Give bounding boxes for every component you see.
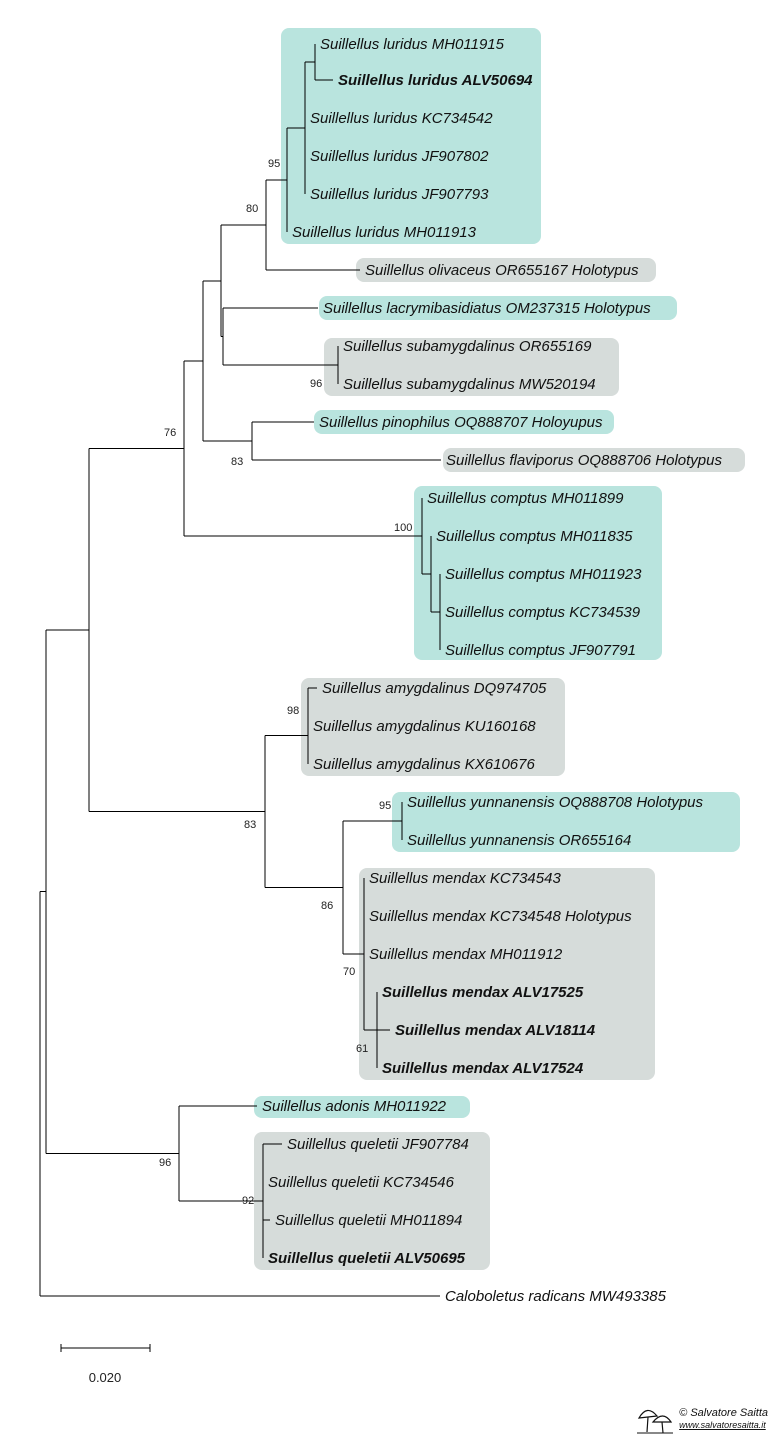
leaf-label-l1: Suillellus luridus MH011915 [320,36,505,53]
support-value-queletii: 92 [242,1195,254,1207]
clade-box-comptus [414,486,662,660]
support-value-amygdalinus: 98 [287,705,299,717]
scale-bar-label: 0.020 [89,1370,122,1385]
clade-box-queletii [254,1132,490,1270]
leaf-label-l5: Suillellus luridus JF907793 [310,186,489,203]
leaf-label-l11: Suillellus pinophilus OQ888707 Holoyupus [319,414,603,431]
leaf-label-l29: Suillellus adonis MH011922 [262,1098,447,1115]
leaf-label-l26: Suillellus mendax ALV17525 [382,984,584,1001]
leaf-label-l28: Suillellus mendax ALV17524 [382,1060,584,1077]
leaf-label-l7: Suillellus olivaceus OR655167 Holotypus [365,262,639,279]
clade-box-flaviporus [443,448,745,472]
leaf-label-l31: Suillellus queletii KC734546 [268,1174,455,1191]
clade-box-subamygdalinus [324,338,619,396]
clade-box-mendax [359,868,655,1080]
clade-box-amygdalinus [301,678,565,776]
leaf-label-l30: Suillellus queletii JF907784 [287,1136,469,1153]
leaf-label-l33: Suillellus queletii ALV50695 [268,1250,466,1267]
clade-box-luridus [281,28,541,244]
leaf-label-l21: Suillellus yunnanensis OQ888708 Holotypu… [407,794,704,811]
scale-bar: 0.020 [60,1344,151,1385]
support-value-luridus_olivaceus: 80 [246,203,258,215]
leaf-label-l18: Suillellus amygdalinus DQ974705 [322,680,547,697]
clade-box-olivaceus [356,258,656,282]
clade-highlight-boxes [254,28,745,1270]
support-value-subamygdalinus: 96 [310,378,322,390]
mushroom-logo-icon [637,1409,674,1434]
leaf-label-l13: Suillellus comptus MH011899 [427,490,624,507]
support-value-pinophilus_flaviporus: 83 [231,456,243,468]
leaf-label-l19: Suillellus amygdalinus KU160168 [313,718,536,735]
leaf-label-l12: Suillellus flaviporus OQ888706 Holotypus [446,452,722,469]
tree-branches [39,44,441,1297]
leaf-label-l32: Suillellus queletii MH011894 [275,1212,462,1229]
support-value-amyg_mendax: 83 [244,819,256,831]
support-value-adonis_queletii: 96 [159,1157,171,1169]
support-value-mendax_alv: 61 [356,1043,368,1055]
leaf-label-l34: Caloboletus radicans MW493385 [445,1288,667,1305]
leaf-label-l3: Suillellus luridus KC734542 [310,110,493,127]
leaf-label-l2: Suillellus luridus ALV50694 [338,72,533,89]
support-value-comptus: 100 [394,522,412,534]
support-value-yunnanensis: 95 [379,800,391,812]
leaf-label-l8: Suillellus lacrymibasidiatus OM237315 Ho… [323,300,651,317]
support-value-mendax_inner: 70 [343,966,355,978]
support-value-ingroup_a: 76 [164,427,176,439]
leaf-label-l27: Suillellus mendax ALV18114 [395,1022,596,1039]
leaf-label-l25: Suillellus mendax MH011912 [369,946,563,963]
leaf-label-l4: Suillellus luridus JF907802 [310,148,489,165]
clade-box-adonis [254,1096,470,1118]
leaf-label-l16: Suillellus comptus KC734539 [445,604,641,621]
leaf-label-l22: Suillellus yunnanensis OR655164 [407,832,631,849]
leaf-label-l14: Suillellus comptus MH011835 [436,528,633,545]
watermark: © Salvatore Saitta www.salvatoresaitta.i… [635,1402,768,1436]
leaf-label-l9: Suillellus subamygdalinus OR655169 [343,338,592,355]
leaf-label-l15: Suillellus comptus MH011923 [445,566,642,583]
clade-box-pinophilus [314,410,614,434]
watermark-url: www.salvatoresaitta.it [679,1420,766,1430]
support-values: 95 80 96 83 76 100 98 95 83 86 70 61 96 92 [159,158,412,1207]
leaf-label-l6: Suillellus luridus MH011913 [292,224,477,241]
watermark-name: © Salvatore Saitta [679,1407,768,1419]
leaf-label-l10: Suillellus subamygdalinus MW520194 [343,376,596,393]
leaf-label-l23: Suillellus mendax KC734543 [369,870,561,887]
support-value-mendax_yunnan: 86 [321,900,333,912]
leaf-label-l20: Suillellus amygdalinus KX610676 [313,756,535,773]
leaf-label-l24: Suillellus mendax KC734548 Holotypus [369,908,632,925]
leaf-label-l17: Suillellus comptus JF907791 [445,642,636,659]
clade-box-lacrymibasidiatus [319,296,677,320]
support-value-luridus: 95 [268,158,280,170]
clade-box-yunnanensis [392,792,740,852]
